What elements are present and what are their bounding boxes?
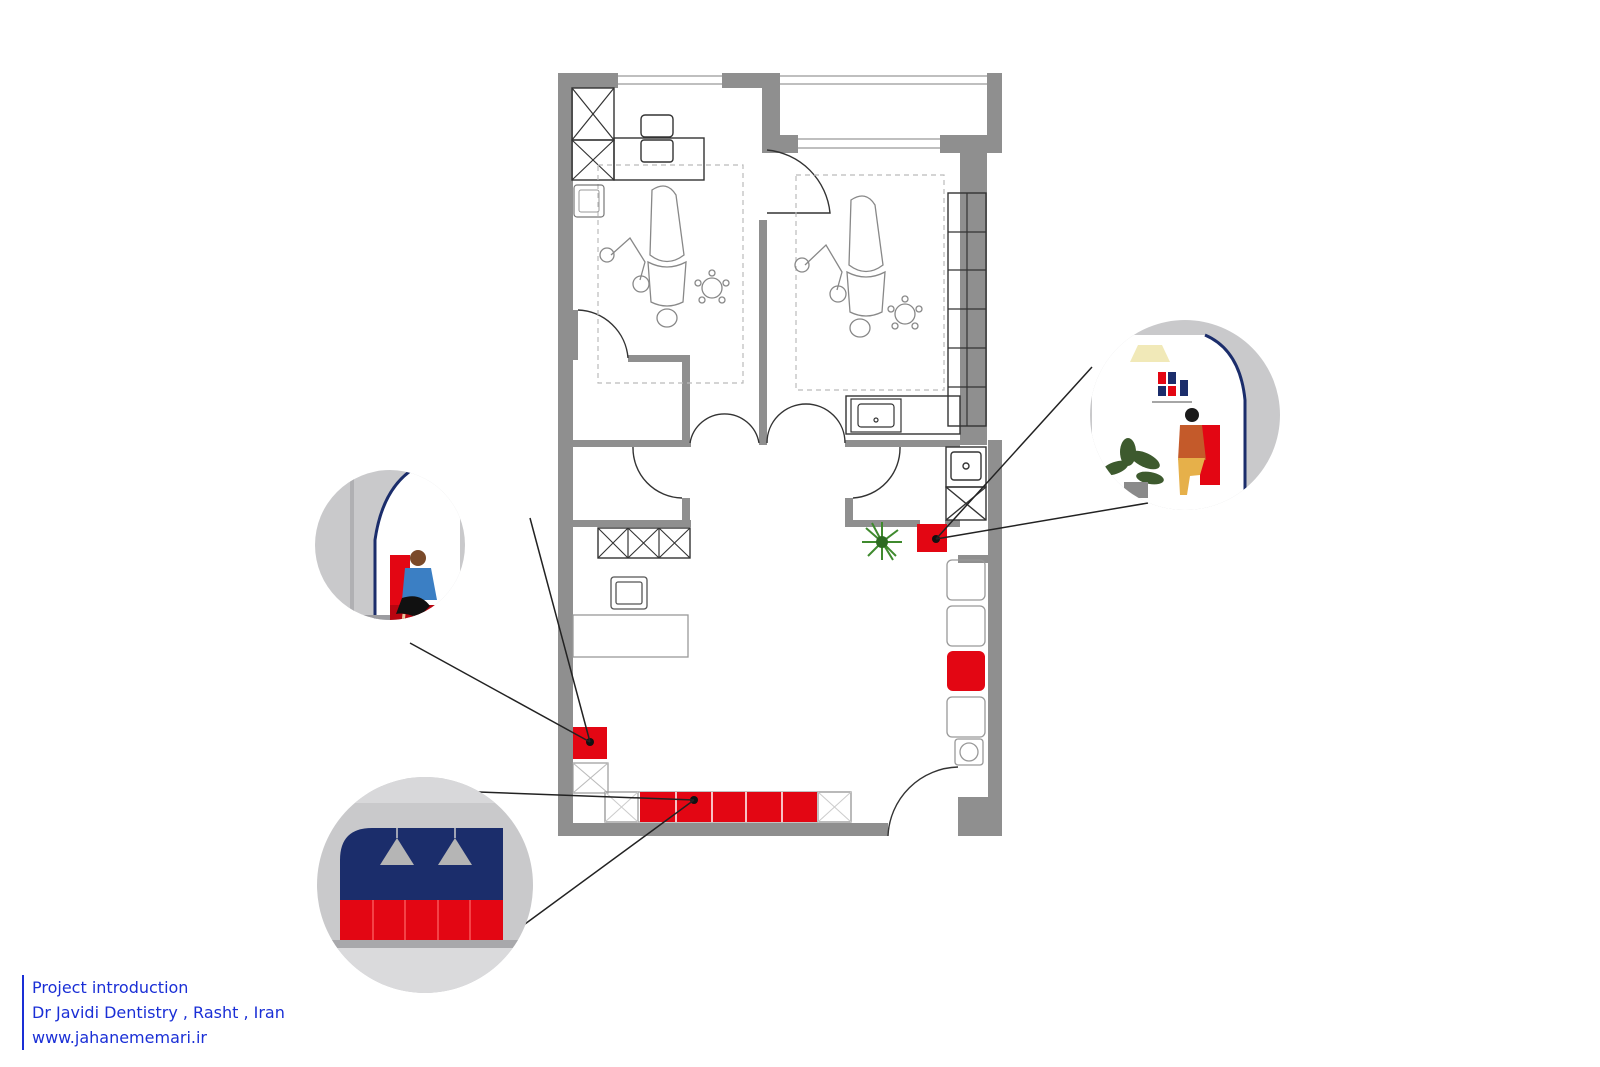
chair-icon bbox=[610, 576, 648, 610]
dental-chair-icon bbox=[599, 185, 687, 328]
project-caption: Project introduction Dr Javidi Dentistry… bbox=[22, 975, 285, 1050]
stool-icon bbox=[887, 295, 923, 330]
service-room bbox=[945, 446, 987, 521]
clinic-logo-icon bbox=[1152, 372, 1192, 403]
pendant-lamp-icon bbox=[380, 828, 414, 865]
detail-view-left bbox=[315, 470, 465, 620]
stool-icon bbox=[954, 738, 984, 766]
detail-view-bottom bbox=[317, 777, 533, 993]
doors bbox=[577, 149, 959, 837]
interior-walls bbox=[573, 220, 960, 527]
pendant-lamp-icon bbox=[438, 828, 472, 865]
sink-icon bbox=[857, 403, 895, 428]
caption-project: Dr Javidi Dentistry , Rasht , Iran bbox=[32, 1003, 285, 1022]
person-icon bbox=[1178, 408, 1206, 495]
sofa-icon bbox=[946, 559, 986, 738]
stool-icon bbox=[694, 269, 730, 304]
treatment-room-left bbox=[571, 87, 744, 384]
dental-chair-icon bbox=[794, 195, 886, 338]
plant-icon bbox=[862, 522, 902, 561]
caption-website: www.jahanememari.ir bbox=[32, 1028, 208, 1047]
detail-view-right bbox=[1090, 320, 1280, 510]
treatment-room-right bbox=[794, 174, 987, 435]
exterior-walls bbox=[558, 73, 1002, 836]
waiting-area bbox=[572, 522, 986, 823]
windows bbox=[618, 75, 987, 149]
caption-title: Project introduction bbox=[32, 978, 189, 997]
